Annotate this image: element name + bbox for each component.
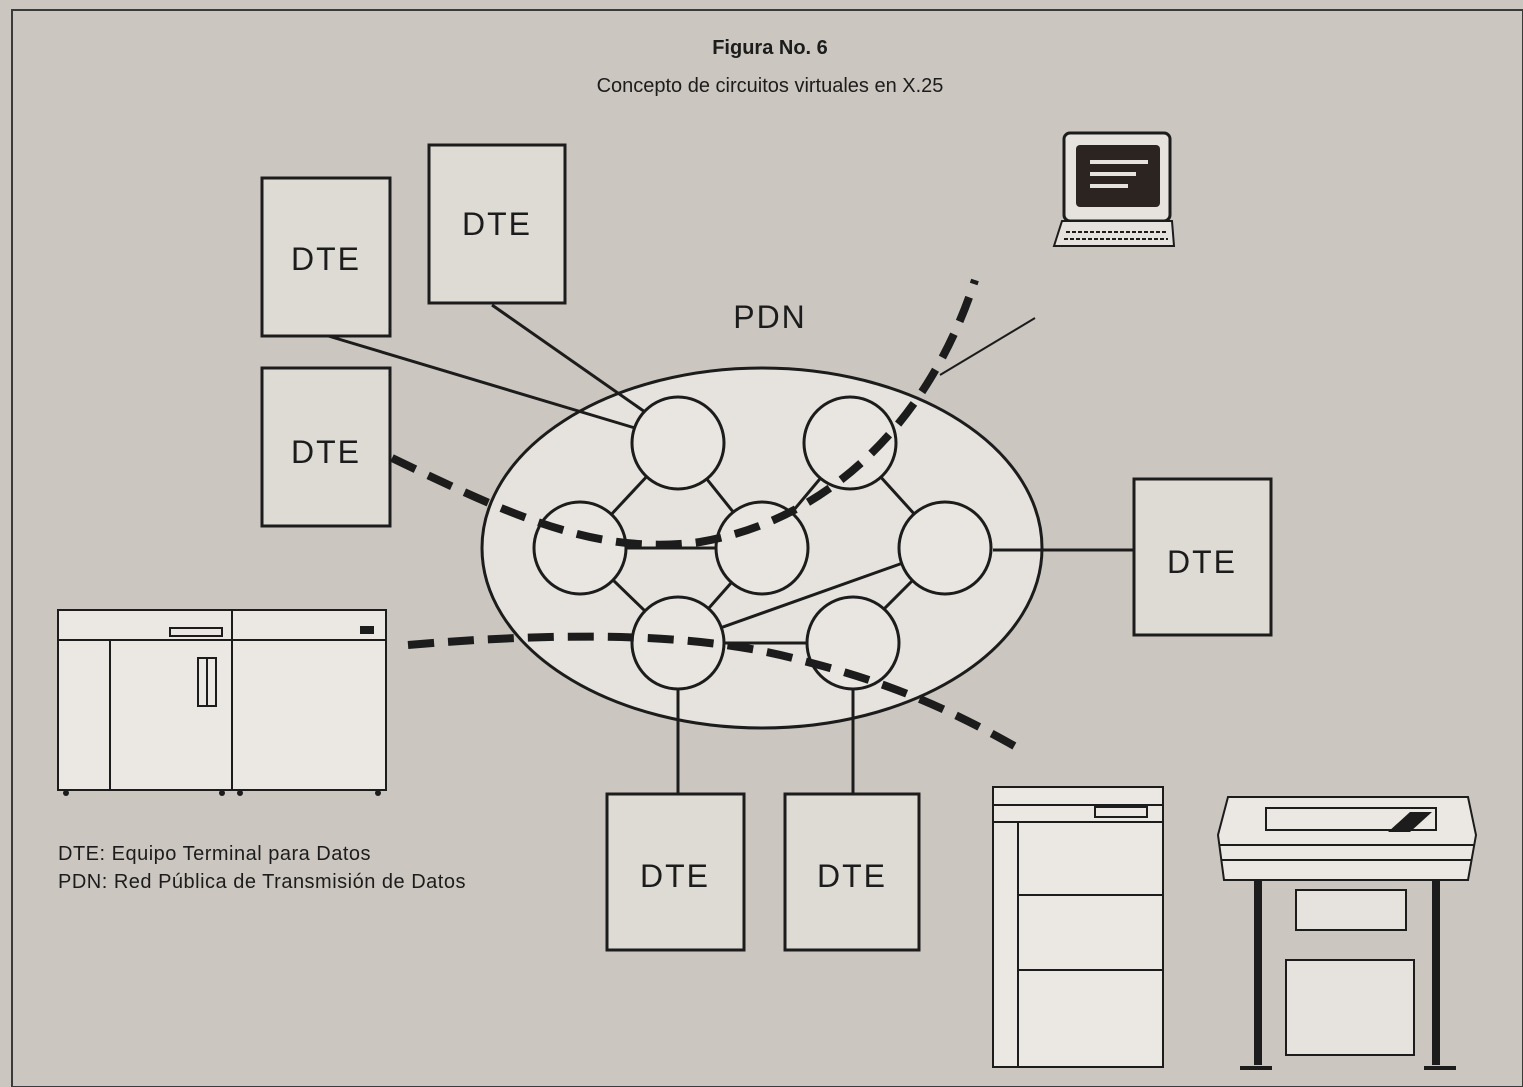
- dte-label: DTE: [291, 434, 361, 470]
- switching-node: [899, 502, 991, 594]
- dte-4-box: DTE: [1134, 479, 1271, 635]
- dte-6-box: DTE: [785, 794, 919, 950]
- switching-node: [534, 502, 626, 594]
- dte-3-box: DTE: [262, 368, 390, 526]
- figure-title: Figura No. 6: [712, 37, 828, 59]
- dte-label: DTE: [817, 858, 887, 894]
- pdn-label: PDN: [733, 299, 807, 335]
- computer-terminal-icon: [1054, 133, 1174, 246]
- switching-node: [632, 397, 724, 489]
- dte-2-box: DTE: [429, 145, 565, 303]
- legend-pdn: PDN: Red Pública de Transmisión de Datos: [58, 871, 466, 893]
- dte-1-box: DTE: [262, 178, 390, 336]
- legend-dte: DTE: Equipo Terminal para Datos: [58, 843, 371, 865]
- dte-label: DTE: [462, 206, 532, 242]
- dte-label: DTE: [1167, 544, 1237, 580]
- mainframe-cabinet-icon: [58, 610, 386, 796]
- dte-label: DTE: [291, 241, 361, 277]
- switching-node: [716, 502, 808, 594]
- dte-label: DTE: [640, 858, 710, 894]
- figure-subtitle: Concepto de circuitos virtuales en X.25: [597, 75, 944, 97]
- disk-storage-cabinet-icon: [993, 787, 1163, 1067]
- dte-5-box: DTE: [607, 794, 744, 950]
